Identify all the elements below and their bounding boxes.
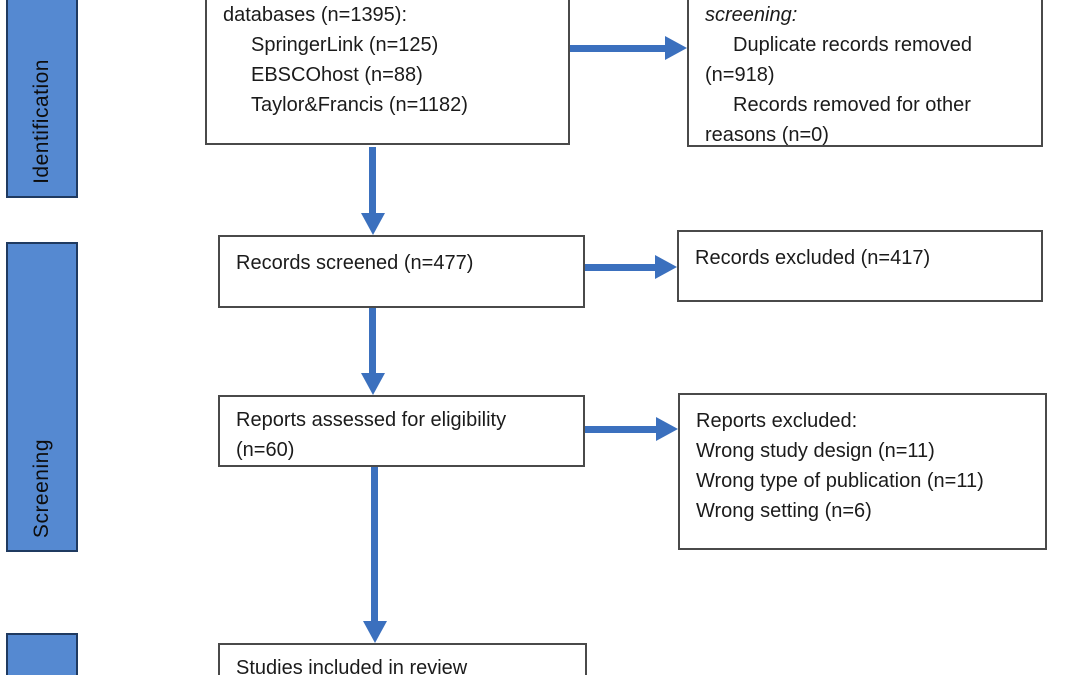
arrow-assessed-to-included-shaft <box>371 467 378 623</box>
box-records-removed-line-2: Duplicate records removed <box>733 34 972 56</box>
arrow-databases-to-screened-shaft <box>369 147 376 215</box>
stage-label-screening: Screening <box>30 438 53 538</box>
arrow-assessed-to-included-head <box>363 621 387 643</box>
arrow-screened-to-excluded-shaft <box>585 264 657 271</box>
box-reports-assessed-line-1: Reports assessed for eligibility <box>236 409 507 431</box>
box-records-excluded: Records excluded (n=417) <box>677 230 1043 302</box>
box-records-screened: Records screened (n=477) <box>218 235 585 308</box>
box-reports-excluded-line-1: Reports excluded: <box>696 410 858 432</box>
box-studies-included: Studies included in review <box>218 643 587 675</box>
box-databases-line-4: Taylor&Francis (n=1182) <box>251 94 468 116</box>
arrow-screened-to-assessed-shaft <box>369 308 376 375</box>
arrow-assessed-to-excluded-shaft <box>585 426 658 433</box>
box-reports-excluded-line-2: Wrong study design (n=11) <box>696 440 935 462</box>
box-reports-excluded-line-3: Wrong type of publication (n=11) <box>696 470 984 492</box>
box-records-removed: screening: Duplicate records removed (n=… <box>687 0 1043 147</box>
arrow-screened-to-excluded-head <box>655 255 677 279</box>
box-studies-included-line-1: Studies included in review <box>236 657 468 675</box>
box-reports-assessed-line-2: (n=60) <box>236 439 295 461</box>
arrow-databases-to-removed-head <box>665 36 687 60</box>
box-reports-assessed: Reports assessed for eligibility (n=60) <box>218 395 585 467</box>
box-databases-line-3: EBSCOhost (n=88) <box>251 64 423 86</box>
box-databases: databases (n=1395): SpringerLink (n=125)… <box>205 0 570 145</box>
box-reports-excluded-line-4: Wrong setting (n=6) <box>696 500 872 522</box>
stage-bar-screening: Screening <box>6 242 78 552</box>
box-reports-excluded: Reports excluded: Wrong study design (n=… <box>678 393 1047 550</box>
arrow-databases-to-screened-head <box>361 213 385 235</box>
box-records-removed-line-3: (n=918) <box>705 64 775 86</box>
box-databases-line-1: databases (n=1395): <box>223 4 408 26</box>
box-databases-line-2: SpringerLink (n=125) <box>251 34 439 56</box>
arrow-assessed-to-excluded-head <box>656 417 678 441</box>
arrow-screened-to-assessed-head <box>361 373 385 395</box>
stage-bar-identification: Identification <box>6 0 78 198</box>
box-records-removed-line-4: Records removed for other <box>733 94 971 116</box>
box-records-removed-line-5: reasons (n=0) <box>705 124 829 146</box>
arrow-databases-to-removed-shaft <box>570 45 667 52</box>
box-records-removed-line-1: screening: <box>705 4 798 26</box>
stage-label-identification: Identification <box>30 59 53 184</box>
box-records-screened-line-1: Records screened (n=477) <box>236 252 474 274</box>
stage-bar-included <box>6 633 78 675</box>
box-records-excluded-line-1: Records excluded (n=417) <box>695 247 931 269</box>
